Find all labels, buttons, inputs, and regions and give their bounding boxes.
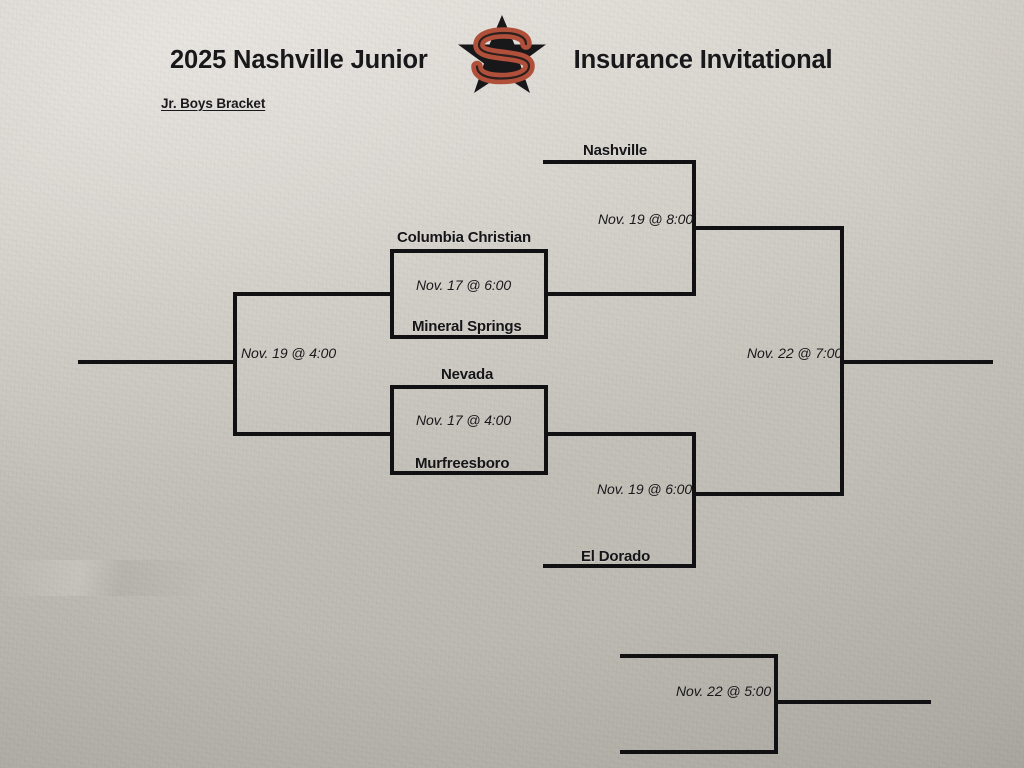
- semi-lower-output-line: [692, 492, 844, 496]
- team-mineral-springs: Mineral Springs: [412, 318, 522, 335]
- round1-lower-output-line: [548, 432, 696, 436]
- consolation-lower-arm: [620, 750, 778, 754]
- team-nashville: Nashville: [583, 142, 648, 159]
- semi-lower-connector-vertical: [692, 432, 696, 568]
- el-dorado-seed-line: [543, 564, 696, 568]
- consolation-upper-arm: [620, 654, 778, 658]
- bracket-subtitle: Jr. Boys Bracket: [161, 96, 266, 111]
- page-title: 2025 Nashville Junior Insurance Invitati…: [170, 15, 860, 93]
- title-text-left: 2025 Nashville Junior: [170, 45, 428, 74]
- consolation-connector-vertical: [774, 654, 778, 754]
- star-s-logo: [456, 14, 548, 94]
- game-box-round1-lower: [390, 385, 548, 475]
- team-el-dorado: El Dorado: [581, 548, 651, 565]
- title-text-right: Insurance Invitational: [573, 45, 833, 74]
- semi-upper-output-line: [692, 226, 844, 230]
- left-connector-vertical: [233, 292, 237, 436]
- game-time-consolation: Nov. 22 @ 5:00: [676, 683, 772, 699]
- feed-in-line: [78, 360, 237, 364]
- consolation-output-line: [774, 700, 931, 704]
- left-upper-arm: [233, 292, 392, 296]
- game-time-championship: Nov. 22 @ 7:00: [747, 345, 843, 361]
- team-murfreesboro: Murfreesboro: [415, 455, 510, 472]
- nashville-seed-line: [543, 160, 696, 164]
- game-time-left-feed: Nov. 19 @ 4:00: [241, 345, 337, 361]
- game-time-semi-upper: Nov. 19 @ 8:00: [598, 211, 694, 227]
- team-nevada: Nevada: [441, 366, 494, 383]
- game-box-round1-upper: [390, 249, 548, 339]
- paper-crease: [0, 560, 210, 596]
- team-columbia-christian: Columbia Christian: [397, 229, 531, 246]
- game-time-round1-lower: Nov. 17 @ 4:00: [416, 412, 512, 428]
- game-time-round1-upper: Nov. 17 @ 6:00: [416, 277, 512, 293]
- game-time-semi-lower: Nov. 19 @ 6:00: [597, 481, 693, 497]
- round1-upper-output-line: [548, 292, 696, 296]
- champion-output-line: [840, 360, 993, 364]
- left-lower-arm: [233, 432, 392, 436]
